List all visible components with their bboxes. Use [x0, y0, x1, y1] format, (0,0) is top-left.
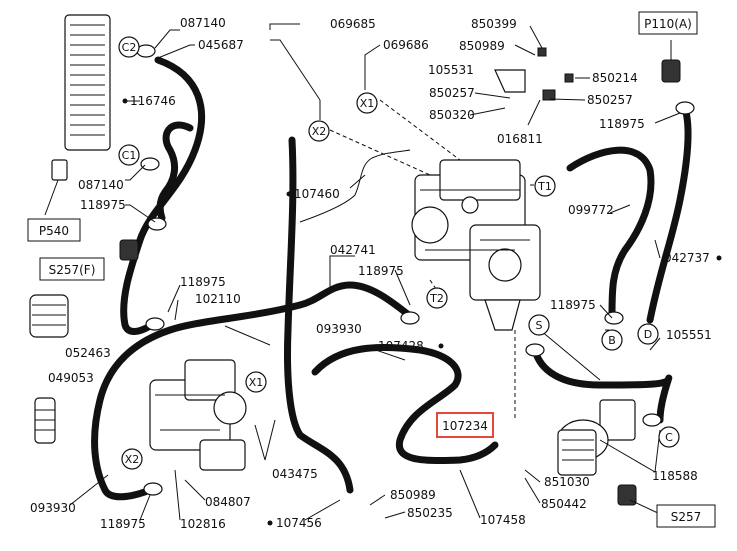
circle-label-t1: T1	[537, 180, 552, 193]
label-118975: 118975	[180, 275, 226, 289]
hose-042737	[646, 108, 692, 324]
sensor-plugs	[119, 40, 681, 506]
label-102816: 102816	[180, 517, 226, 531]
part-049053-illustration	[34, 397, 56, 444]
oil-cooler-illustration	[44, 14, 111, 216]
circle-label-x2: X2	[125, 453, 140, 466]
label-850214: 850214	[592, 71, 638, 85]
hose-045687	[120, 56, 205, 335]
label-016811: 016811	[497, 132, 543, 146]
part-052463-illustration	[29, 294, 69, 338]
hose-105551	[531, 346, 673, 424]
circle-label-x1: X1	[360, 97, 375, 110]
label-850989: 850989	[390, 488, 436, 502]
label-116746: 116746	[130, 94, 176, 108]
part-labels: 087140 045687 116746 087140 118975 06968…	[30, 16, 712, 531]
main-pump-illustration	[411, 159, 541, 331]
label-107458: 107458	[480, 513, 526, 527]
label-107456: 107456	[276, 516, 322, 530]
highlight-label-107234: 107234	[442, 419, 488, 433]
circle-label-t2: T2	[429, 292, 444, 305]
circle-label-d: D	[644, 328, 652, 341]
label-042737: 042737	[664, 251, 710, 265]
label-850257: 850257	[587, 93, 633, 107]
label-850989: 850989	[459, 39, 505, 53]
label-850442: 850442	[541, 497, 587, 511]
label-118975: 118975	[80, 198, 126, 212]
label-850257: 850257	[429, 86, 475, 100]
hose-107428	[311, 343, 499, 465]
bullet-dots	[122, 98, 722, 526]
hose-107456	[284, 136, 354, 494]
label-105531: 105531	[428, 63, 474, 77]
label-118975: 118975	[100, 517, 146, 531]
label-042741: 042741	[330, 243, 376, 257]
label-099772: 099772	[568, 203, 614, 217]
circle-label-c1: C1	[122, 149, 137, 162]
box-label-p110a: P110(A)	[644, 17, 692, 31]
hose-099772	[566, 146, 655, 319]
label-118975: 118975	[358, 264, 404, 278]
highlight-box	[436, 412, 494, 438]
label-052463: 052463	[65, 346, 111, 360]
circle-label-c: C	[665, 431, 673, 444]
bracket-105531	[494, 47, 574, 101]
filter-illustration	[557, 399, 636, 476]
boxed-labels: P110(A) P540 S257(F) S257 107234	[27, 11, 716, 528]
label-069686: 069686	[383, 38, 429, 52]
label-118588: 118588	[652, 469, 698, 483]
label-087140: 087140	[180, 16, 226, 30]
label-045687: 045687	[198, 38, 244, 52]
label-851030: 851030	[544, 475, 590, 489]
circle-label-s: S	[536, 319, 543, 332]
label-093930: 093930	[316, 322, 362, 336]
label-118975: 118975	[550, 298, 596, 312]
label-087140: 087140	[78, 178, 124, 192]
label-850320: 850320	[429, 108, 475, 122]
label-102110: 102110	[195, 292, 241, 306]
hose-116746	[156, 121, 194, 222]
hydraulic-motor-illustration	[149, 359, 247, 471]
label-850399: 850399	[471, 17, 517, 31]
hose-042741	[91, 281, 414, 501]
circle-label-x1: X1	[249, 376, 264, 389]
circle-label-c2: C2	[122, 41, 137, 54]
label-049053: 049053	[48, 371, 94, 385]
box-label-p540: P540	[39, 224, 69, 238]
label-107460: 107460	[294, 187, 340, 201]
reference-circles: C2 C1 X1 X2 T1 T2 X1 X2 S B D C	[118, 36, 680, 470]
label-069685: 069685	[330, 17, 376, 31]
label-043475: 043475	[272, 467, 318, 481]
hose-clamps	[136, 44, 695, 496]
label-107428: 107428	[378, 339, 424, 353]
label-084807: 084807	[205, 495, 251, 509]
label-105551: 105551	[666, 328, 712, 342]
circle-label-b: B	[608, 334, 616, 347]
label-093930: 093930	[30, 501, 76, 515]
box-label-s257f: S257(F)	[49, 263, 96, 277]
circle-label-x2: X2	[312, 125, 327, 138]
label-118975: 118975	[599, 117, 645, 131]
hose-107460-thin	[299, 149, 411, 223]
leader-lines	[69, 23, 681, 521]
box-label-s257: S257	[671, 510, 702, 524]
label-850235: 850235	[407, 506, 453, 520]
